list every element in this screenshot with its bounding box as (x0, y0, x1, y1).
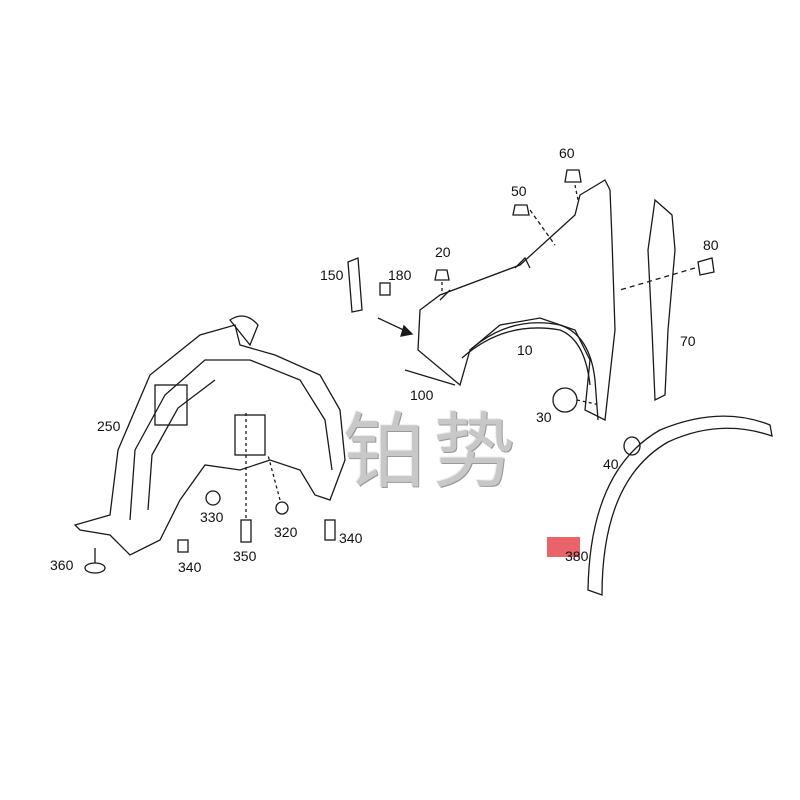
label-40: 40 (603, 456, 619, 472)
screw-part-20 (434, 269, 450, 295)
label-60: 60 (559, 145, 575, 161)
label-180: 180 (388, 267, 412, 283)
watermark: 铂势 (343, 405, 524, 500)
screw-part-50 (512, 204, 556, 246)
label-70: 70 (680, 333, 696, 349)
screw-part-80 (619, 257, 715, 291)
rivet-part-30 (552, 387, 601, 413)
label-100: 100 (410, 387, 434, 403)
leader-line-100 (404, 369, 456, 386)
label-340-right: 340 (339, 530, 363, 546)
arch-trim-part-380 (587, 415, 773, 596)
nut-part-40 (623, 436, 641, 456)
clip-part-180 (379, 282, 391, 296)
label-350: 350 (233, 548, 257, 564)
fender-part-10 (417, 179, 616, 421)
screw-part-340a (324, 519, 336, 541)
seal-part-70 (647, 198, 676, 402)
screw-part-340b (177, 539, 189, 553)
nut-part-330 (205, 490, 221, 506)
screw-part-60 (564, 169, 582, 201)
label-10: 10 (517, 342, 533, 358)
label-30: 30 (536, 409, 552, 425)
bracket-part-150 (347, 257, 363, 313)
arrow-head (400, 324, 414, 337)
screw-part-360 (84, 548, 106, 574)
label-340-left: 340 (178, 559, 202, 575)
wheel-liner-part-250 (73, 315, 346, 556)
screw-part-350 (240, 410, 252, 543)
label-380: 380 (565, 548, 589, 564)
highlight-marker (547, 537, 580, 557)
label-250: 250 (97, 418, 121, 434)
label-80: 80 (703, 237, 719, 253)
label-20: 20 (435, 244, 451, 260)
screw-part-320 (267, 454, 289, 515)
label-320: 320 (274, 524, 298, 540)
label-330: 330 (200, 509, 224, 525)
label-150: 150 (320, 267, 344, 283)
label-360: 360 (50, 557, 74, 573)
label-50: 50 (511, 183, 527, 199)
